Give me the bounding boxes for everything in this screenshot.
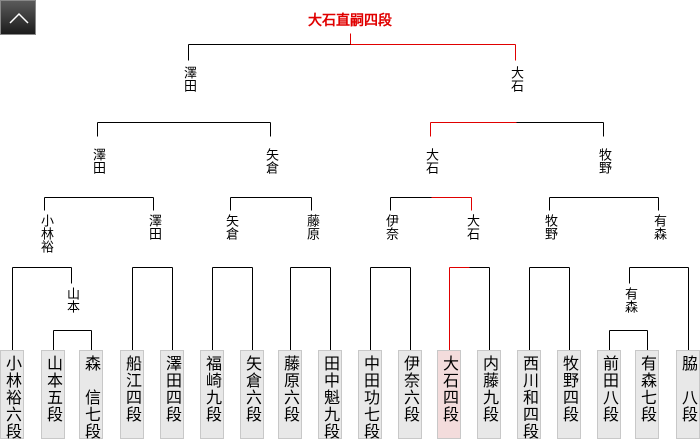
match-winner-label[interactable]: 澤田	[90, 148, 105, 174]
player-name: 森 信七段	[82, 355, 101, 440]
player-entry[interactable]: 前田八段	[597, 350, 621, 439]
player-entry[interactable]: 船江四段	[120, 350, 144, 439]
player-entry[interactable]: 牧野四段	[557, 350, 581, 439]
player-entry[interactable]: 山本五段	[41, 350, 65, 439]
player-name: 大石四段	[440, 355, 459, 423]
match-winner-label[interactable]: 矢倉	[223, 214, 238, 240]
scroll-top-button[interactable]	[0, 0, 36, 35]
player-entry[interactable]: 有森七段	[635, 350, 659, 439]
player-entry[interactable]: 森 信七段	[79, 350, 103, 440]
player-name: 澤田四段	[163, 355, 182, 423]
player-entry[interactable]: 田中魁九段	[318, 350, 342, 440]
match-winner-label[interactable]: 澤田	[181, 66, 196, 92]
player-entry[interactable]: 西川和四段	[517, 350, 541, 440]
match-winner-label[interactable]: 牧野	[596, 148, 611, 174]
player-name: 小林裕六段	[3, 355, 22, 440]
player-entry[interactable]: 大石四段	[437, 350, 461, 439]
match-winner-label[interactable]: 小林裕	[38, 214, 53, 253]
player-name: 脇 八段	[679, 355, 698, 423]
player-entry[interactable]: 矢倉六段	[240, 350, 264, 439]
match-winner-label[interactable]: 大石	[464, 214, 479, 240]
player-name: 前田八段	[600, 355, 619, 423]
player-entry[interactable]: 脇 八段	[676, 350, 700, 439]
match-winner-label[interactable]: 矢倉	[263, 148, 278, 174]
player-name: 藤原六段	[281, 355, 300, 423]
player-name: 内藤九段	[480, 355, 499, 423]
player-name: 牧野四段	[560, 355, 579, 423]
player-entry[interactable]: 中田功七段	[358, 350, 382, 440]
match-winner-label[interactable]: 有森	[622, 287, 637, 313]
match-winner-label[interactable]: 大石	[423, 148, 438, 174]
match-winner-label[interactable]: 山本	[64, 287, 79, 313]
player-name: 田中魁九段	[321, 355, 340, 440]
player-name: 伊奈六段	[401, 355, 420, 423]
player-name: 中田功七段	[361, 355, 380, 440]
player-entry[interactable]: 伊奈六段	[398, 350, 422, 439]
player-name: 船江四段	[123, 355, 142, 423]
match-winner-label[interactable]: 牧野	[542, 214, 557, 240]
player-entry[interactable]: 澤田四段	[160, 350, 184, 439]
player-name: 山本五段	[44, 355, 63, 423]
match-winner-label[interactable]: 大石	[508, 66, 523, 92]
player-name: 矢倉六段	[243, 355, 262, 423]
player-name: 福崎九段	[203, 355, 222, 423]
player-entry[interactable]: 藤原六段	[278, 350, 302, 439]
match-winner-label[interactable]: 藤原	[304, 214, 319, 240]
player-entry[interactable]: 小林裕六段	[0, 350, 24, 440]
chevron-up-icon	[9, 12, 29, 24]
champion-title: 大石直嗣四段	[308, 13, 392, 29]
match-winner-label[interactable]: 有森	[651, 214, 666, 240]
player-entry[interactable]: 内藤九段	[477, 350, 501, 439]
player-name: 西川和四段	[520, 355, 539, 440]
match-winner-label[interactable]: 伊奈	[383, 214, 398, 240]
player-entry[interactable]: 福崎九段	[200, 350, 224, 439]
match-winner-label[interactable]: 澤田	[146, 214, 161, 240]
player-name: 有森七段	[638, 355, 657, 423]
